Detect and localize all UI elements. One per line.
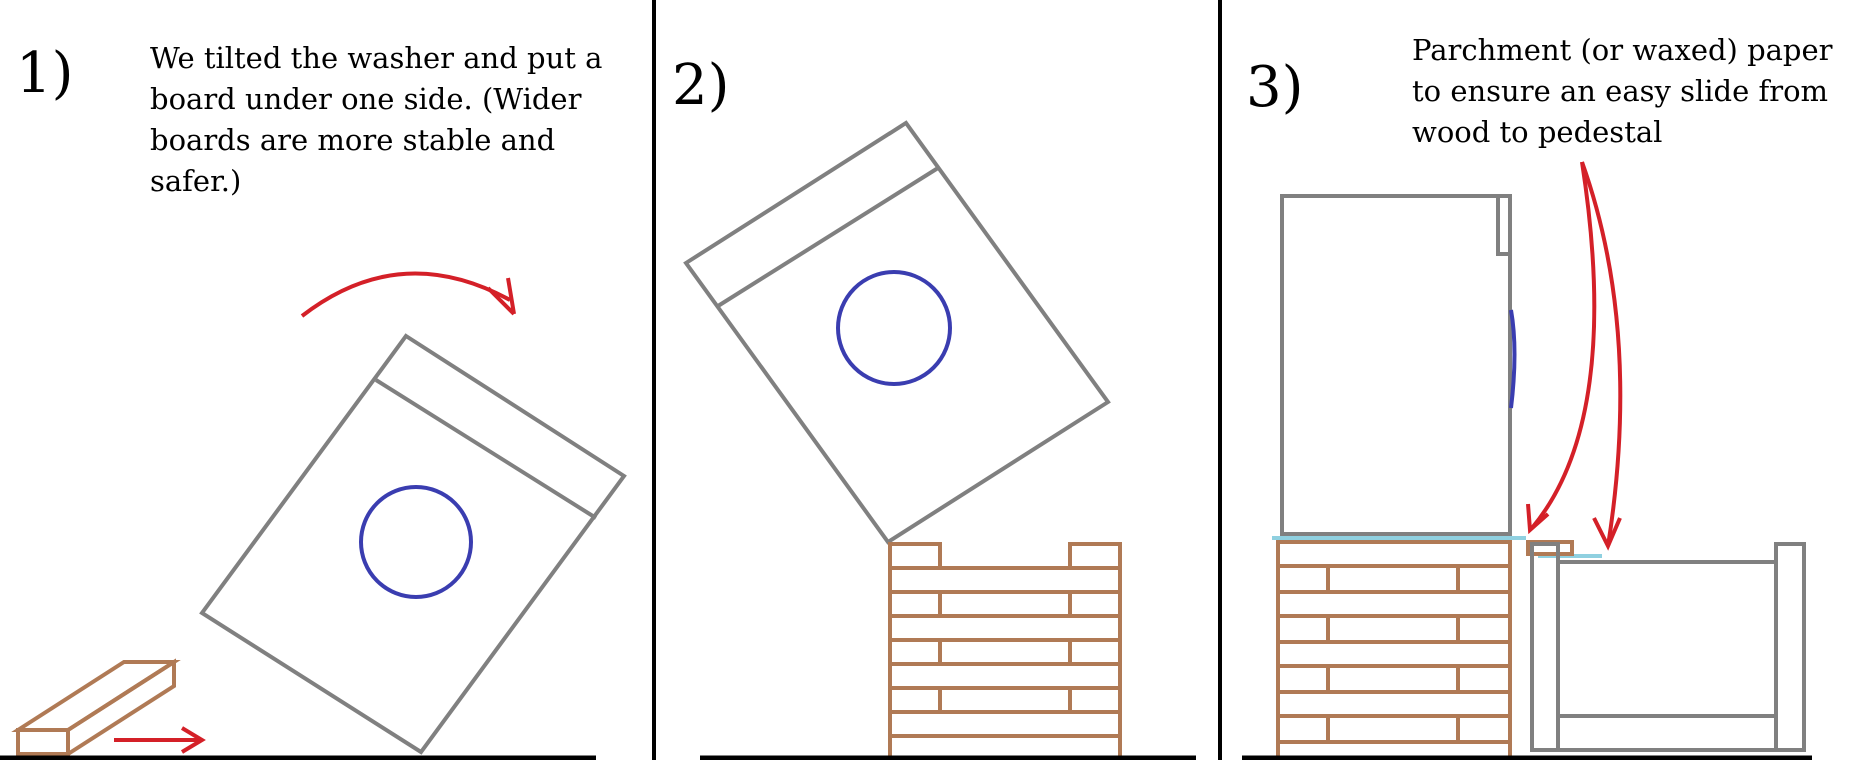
step-number: 3) — [1246, 55, 1304, 120]
step-number: 1) — [16, 41, 74, 106]
washer-control-panel — [716, 166, 940, 308]
panel-divider — [652, 0, 656, 760]
wood-board — [11, 658, 181, 758]
board-stack — [888, 542, 1122, 760]
washer-door — [836, 270, 952, 386]
panel-divider — [1218, 0, 1222, 760]
washer — [199, 333, 627, 755]
step-1-panel: 1) We tilted the washer and put a board … — [0, 0, 652, 760]
board-stack — [1276, 540, 1574, 760]
step-3-drawing — [1242, 161, 1812, 760]
pedestal — [1530, 542, 1806, 752]
washer — [683, 120, 1111, 545]
step-2-panel: 2) — [656, 0, 1218, 760]
washer-control-panel — [374, 378, 598, 520]
tilt-arrow — [300, 271, 511, 318]
step-number: 2) — [672, 53, 730, 118]
washer-door — [359, 485, 473, 599]
washer-door — [1509, 309, 1517, 409]
push-arrow — [114, 726, 206, 754]
tilt-arrowhead — [486, 277, 516, 316]
annotation-arrows — [1526, 161, 1623, 551]
step-2-drawing — [683, 120, 1196, 760]
step-3-panel: 3) Parchment (or waxed) paper to ensure … — [1222, 0, 1851, 760]
washer — [1280, 194, 1517, 536]
step-1-drawing — [0, 271, 627, 760]
step-caption: Parchment (or waxed) paper to ensure an … — [1412, 33, 1833, 149]
step-caption: We tilted the washer and put a board und… — [150, 41, 603, 198]
